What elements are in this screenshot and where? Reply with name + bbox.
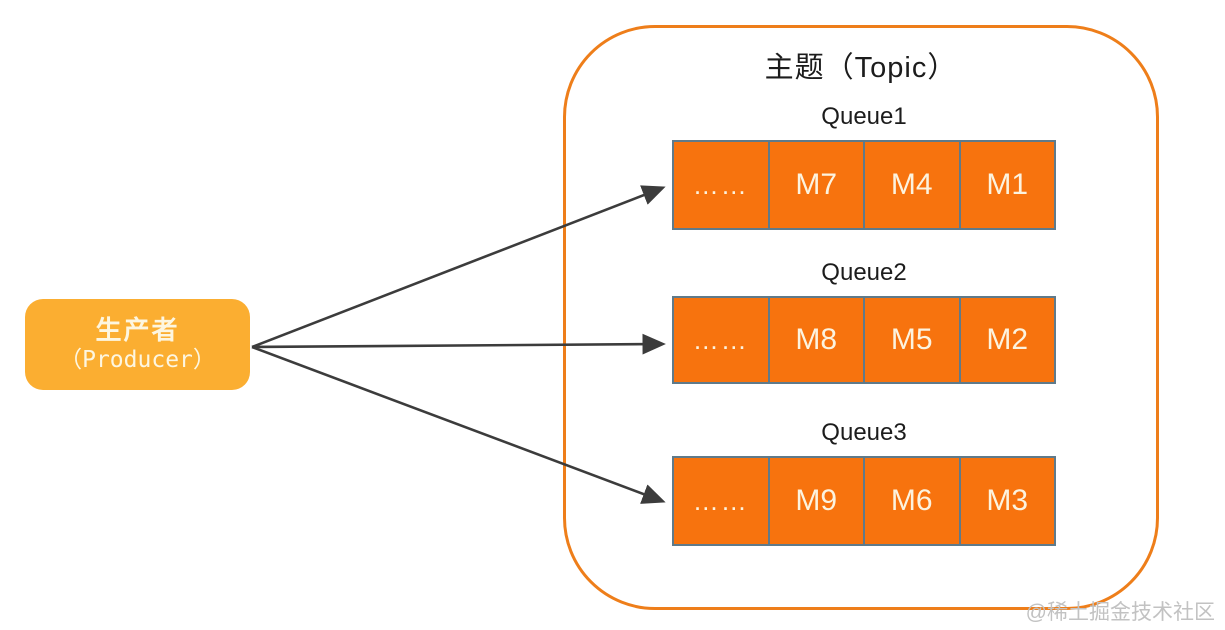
- queue3-cell-m6: M6: [863, 458, 959, 544]
- queue1-cell-m1: M1: [958, 142, 1054, 228]
- queue3-cell-m3: M3: [958, 458, 1054, 544]
- queue2-cell-m8: M8: [767, 298, 863, 382]
- queue1-label: Queue1: [821, 103, 907, 130]
- producer-label-en: （Producer）: [59, 347, 216, 374]
- producer-label-zh: 生产者: [95, 314, 180, 345]
- queue3-cell-ellipsis: ……: [674, 458, 768, 544]
- queue2-label: Queue2: [821, 259, 907, 286]
- queue2-group: Queue2 …… M8 M5 M2: [672, 259, 1056, 384]
- queue2-row: …… M8 M5 M2: [672, 296, 1056, 384]
- queue3-group: Queue3 …… M9 M6 M3: [672, 419, 1056, 546]
- queue3-cell-m9: M9: [767, 458, 863, 544]
- queue1-group: Queue1 …… M7 M4 M1: [672, 103, 1056, 230]
- producer-node: 生产者 （Producer）: [25, 299, 250, 390]
- topic-title: 主题（Topic）: [764, 52, 958, 84]
- queue1-cell-m7: M7: [767, 142, 863, 228]
- queue3-row: …… M9 M6 M3: [672, 456, 1056, 546]
- queue3-label: Queue3: [821, 419, 907, 446]
- queue1-cell-ellipsis: ……: [674, 142, 768, 228]
- queue2-cell-m5: M5: [863, 298, 959, 382]
- watermark: @稀土掘金技术社区: [1025, 601, 1215, 624]
- queue2-cell-m2: M2: [958, 298, 1054, 382]
- queue1-cell-m4: M4: [863, 142, 959, 228]
- queue1-row: …… M7 M4 M1: [672, 140, 1056, 230]
- queue2-cell-ellipsis: ……: [674, 298, 768, 382]
